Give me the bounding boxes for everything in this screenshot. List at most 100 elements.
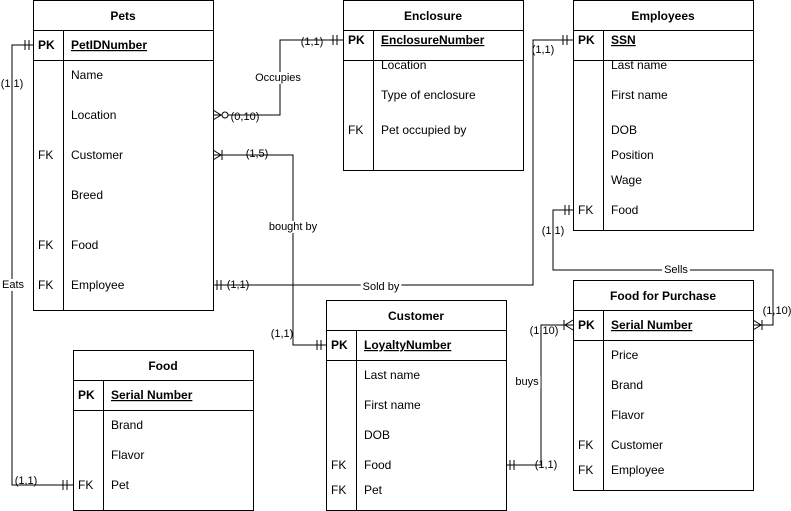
attribute-field: Last name [364,368,420,382]
key-label: PK [38,38,55,52]
attribute-field: Last name [611,58,667,72]
attribute-field: Price [611,348,639,362]
cardinality-label: (1,1) [227,279,250,291]
attribute-field: Breed [71,188,103,202]
cardinality-label: (1,1) [301,36,324,48]
cardinality-label: (1,1) [542,225,565,237]
attribute-field: Food [611,203,638,217]
bought-by-line [213,154,326,346]
key-label: PK [578,318,595,332]
primary-key-field: Serial Number [611,318,693,332]
key-label: PK [78,388,95,402]
attribute-field: Name [71,68,103,82]
cardinality-label: (1,10) [530,325,559,337]
relationship-label: buys [515,376,539,388]
cardinality-zero-marker [221,111,229,119]
primary-key-field: EnclosureNumber [381,33,485,47]
attribute-field: DOB [611,123,637,137]
key-label: PK [578,33,595,47]
cardinality-many-marker [212,109,222,121]
key-label: FK [38,238,53,252]
entity-frame [573,280,754,491]
attribute-field: Brand [111,418,143,432]
key-label: PK [348,33,365,47]
entity-title: Enclosure [404,9,462,23]
primary-key-field: PetIDNumber [71,38,147,52]
attribute-field: Customer [71,148,123,162]
relationship-label: Eats [2,279,25,291]
attribute-field: Employee [71,278,125,292]
entity-title: Food [148,359,177,373]
entity-frame [343,0,524,171]
entity-title: Employees [631,9,695,23]
key-label: FK [331,458,346,472]
cardinality-label: (1,1) [1,78,24,90]
key-label: PK [331,338,348,352]
label-background [513,376,541,388]
relationship-labels: Occupies (0,10) (1,1) bought by (1,5) (1,1) So… [0,36,791,487]
relationship-label: Sold by [363,281,400,293]
relationship-label: Occupies [255,72,301,84]
key-label: FK [38,278,53,292]
attribute-field: Food [71,238,98,252]
cardinality-label: (0,10) [231,111,260,123]
buys-line [506,324,573,466]
cardinality-label: (1,5) [246,148,269,160]
entity-title: Customer [388,309,444,323]
entity-frame [573,0,754,231]
label-background [0,279,27,291]
attribute-field: Flavor [111,448,144,462]
cardinality-label: (1,1) [532,44,555,56]
attribute-field: Location [71,108,116,122]
primary-key-field: LoyaltyNumber [364,338,452,352]
cardinality-label: (1,1) [535,459,558,471]
key-label: FK [38,148,53,162]
attribute-field: Brand [611,378,643,392]
attribute-field: Location [381,58,426,72]
attribute-field: Position [611,148,654,162]
key-label: FK [348,123,363,137]
attribute-field: Customer [611,438,663,452]
attribute-field: Pet [364,483,383,497]
key-label: FK [78,478,93,492]
attribute-field: Employee [611,463,665,477]
label-background [662,264,690,276]
key-label: FK [578,203,593,217]
label-background [360,281,402,293]
cardinality-many-marker [564,319,574,331]
entity-frame [73,350,254,511]
key-label: FK [331,483,346,497]
cardinality-many-marker [212,149,222,161]
entity-title: Pets [110,9,136,23]
attribute-field: First name [611,88,668,102]
attribute-field: Pet occupied by [381,123,466,137]
entity-title: Food for Purchase [610,289,716,303]
label-background [266,221,320,233]
primary-key-field: Serial Number [111,388,193,402]
attribute-field: First name [364,398,421,412]
relationship-label: Sells [664,264,688,276]
attribute-field: Type of enclosure [381,88,476,102]
key-label: FK [578,438,593,452]
attribute-field: Flavor [611,408,644,422]
cardinality-label: (1,1) [15,475,38,487]
cardinality-label: (1,1) [271,328,294,340]
attribute-field: Pet [111,478,130,492]
key-label: FK [578,463,593,477]
attribute-field: Wage [611,173,642,187]
eats-line [11,44,73,486]
label-background [253,72,303,84]
relationship-label: bought by [269,221,318,233]
primary-key-field: SSN [611,33,636,47]
cardinality-many-marker [752,319,762,331]
attribute-field: Food [364,458,391,472]
cardinality-label: (1,10) [763,305,791,317]
